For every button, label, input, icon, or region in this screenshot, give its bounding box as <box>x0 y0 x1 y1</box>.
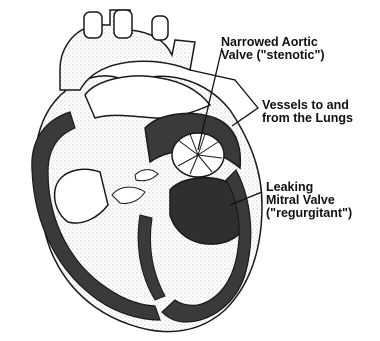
label-lung-vessels: Vessels to and from the Lungs <box>262 99 353 125</box>
label-aortic-valve: Narrowed Aortic Valve ("stenotic") <box>221 36 325 62</box>
vessel-right <box>152 16 168 40</box>
vessel-left <box>84 12 102 38</box>
label-mitral-valve: Leaking Mitral Valve ("regurgitant") <box>266 181 352 220</box>
aortic-valve <box>172 133 224 177</box>
vessel-middle <box>114 10 132 38</box>
